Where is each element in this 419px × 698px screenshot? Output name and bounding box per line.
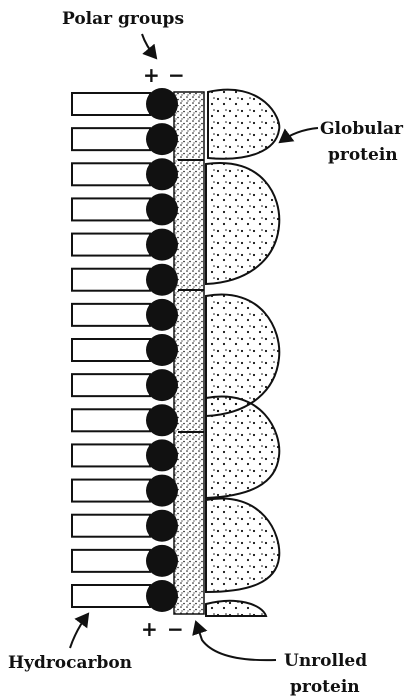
polar-head <box>146 193 178 225</box>
hydrocarbon-arrow <box>70 614 88 648</box>
lipid-layer <box>72 88 178 612</box>
hydrocarbon-tail <box>72 515 150 537</box>
hydrocarbon-tail <box>72 93 150 115</box>
unrolled-protein-label-line2: protein <box>290 677 360 697</box>
globular-protein <box>208 90 279 159</box>
globular-protein-label-line1: Globular <box>320 119 404 139</box>
polar-head <box>146 299 178 331</box>
polar-groups-label: Polar groups <box>62 9 184 29</box>
polar-head <box>146 580 178 612</box>
polar-head <box>146 123 178 155</box>
globular-protein-arrow <box>280 128 318 142</box>
polar-head <box>146 229 178 261</box>
globular-protein <box>206 601 266 616</box>
globular-protein-label-line2: protein <box>328 145 398 165</box>
hydrocarbon-tail <box>72 480 150 502</box>
globular-protein <box>206 397 279 498</box>
hydrocarbon-tail <box>72 128 150 150</box>
unrolled-protein-arrow <box>196 622 276 660</box>
polar-head <box>146 404 178 436</box>
polar-head <box>146 439 178 471</box>
hydrocarbon-tail <box>72 339 150 361</box>
hydrocarbon-tail <box>72 304 150 326</box>
minus-sign-bottom: − <box>167 617 184 641</box>
globular-protein <box>206 499 279 592</box>
hydrocarbon-tail <box>72 234 150 256</box>
polar-head <box>146 88 178 120</box>
polar-head <box>146 264 178 296</box>
plus-sign-bottom: + <box>141 617 158 641</box>
plus-sign-top: + <box>143 63 160 87</box>
polar-head <box>146 475 178 507</box>
globular-protein <box>206 163 279 284</box>
hydrocarbon-tail <box>72 585 150 607</box>
globular-proteins <box>206 90 279 616</box>
unrolled-protein-strip <box>174 92 204 614</box>
unrolled-protein-label-line1: Unrolled <box>284 651 367 671</box>
polar-head <box>146 334 178 366</box>
hydrocarbon-tail <box>72 409 150 431</box>
hydrocarbon-tail <box>72 198 150 220</box>
polar-head <box>146 369 178 401</box>
hydrocarbon-tail <box>72 550 150 572</box>
polar-groups-arrow <box>142 34 156 58</box>
polar-head <box>146 545 178 577</box>
hydrocarbon-tail <box>72 163 150 185</box>
polar-head <box>146 158 178 190</box>
hydrocarbon-tail <box>72 374 150 396</box>
hydrocarbon-label: Hydrocarbon <box>8 653 132 673</box>
hydrocarbon-tail <box>72 444 150 466</box>
hydrocarbon-tail <box>72 269 150 291</box>
minus-sign-top: − <box>168 63 185 87</box>
polar-head <box>146 510 178 542</box>
